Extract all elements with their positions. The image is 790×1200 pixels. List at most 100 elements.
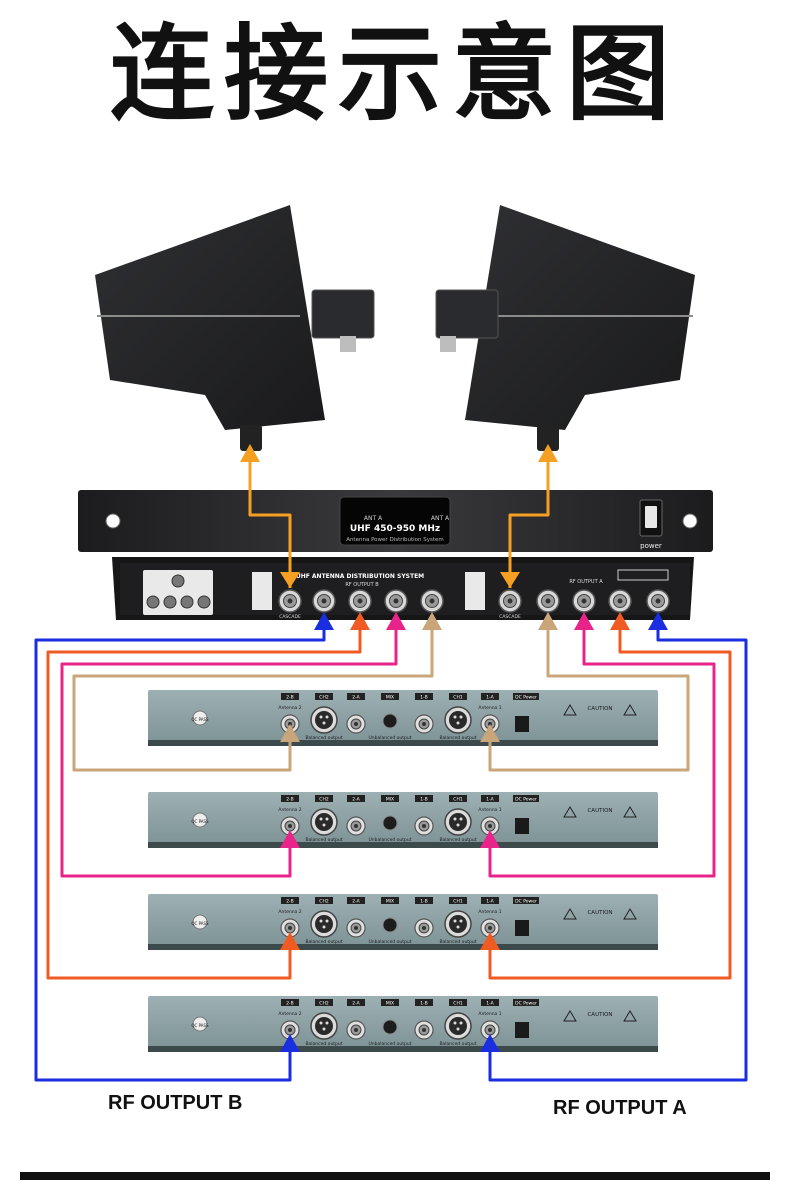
- rf-output-b-panel-label: RF OUTPUT B: [345, 582, 379, 588]
- tag-2b: 2-B: [286, 797, 293, 803]
- power-switch[interactable]: [640, 500, 662, 536]
- xlr-out-ch2[interactable]: [310, 808, 338, 836]
- antenna-left: [95, 205, 375, 451]
- tag-2a: 2-A: [352, 899, 360, 905]
- antenna-right: [435, 205, 695, 451]
- display-frequency: UHF 450-950 MHz: [350, 524, 440, 534]
- display-ant-right: ANT A: [431, 515, 450, 522]
- unbalanced-output-label: Unbalanced output: [369, 939, 412, 945]
- warning-icon: [563, 806, 577, 818]
- cable-b-magenta: [60, 628, 398, 878]
- cascade-b-connector[interactable]: [278, 589, 302, 613]
- cable-a-orange: [488, 628, 732, 980]
- antenna2-output[interactable]: [346, 1020, 366, 1040]
- unbalanced-jack[interactable]: [382, 917, 398, 933]
- rf-output-b-label: RF OUTPUT B: [108, 1092, 243, 1114]
- display-subtitle: Antenna Power Distribution System: [346, 537, 444, 543]
- dc-power-jack[interactable]: [515, 818, 529, 834]
- arrow-up-antenna-right: [538, 444, 558, 462]
- antenna2-output[interactable]: [346, 816, 366, 836]
- rf-out-b3-connector[interactable]: [384, 589, 408, 613]
- warning-icon: [623, 1010, 637, 1022]
- antenna1-output[interactable]: [414, 816, 434, 836]
- antenna1-label: Antenna 1: [478, 807, 501, 813]
- antenna1-output[interactable]: [414, 918, 434, 938]
- tag-1a: 1-A: [486, 797, 494, 803]
- tag-dc: DC Power: [515, 899, 537, 905]
- antenna2-output[interactable]: [346, 918, 366, 938]
- xlr-out-ch2[interactable]: [310, 1012, 338, 1040]
- tag-1b: 1-B: [420, 797, 427, 803]
- tag-1a: 1-A: [486, 1001, 494, 1007]
- cable-antenna-left: [248, 462, 292, 588]
- antenna2-output[interactable]: [346, 714, 366, 734]
- cable-b-tan: [72, 628, 434, 772]
- display-ant-left: ANT A: [364, 515, 383, 522]
- antenna2-label: Antenna 2: [278, 1011, 301, 1017]
- xlr-out-ch1[interactable]: [444, 1012, 472, 1040]
- dc-power-jack[interactable]: [515, 716, 529, 732]
- tag-ch2: CH2: [319, 797, 329, 803]
- arrowheads: [240, 444, 668, 1052]
- rf-out-b1-connector[interactable]: [312, 589, 336, 613]
- tag-2a: 2-A: [352, 1001, 360, 1007]
- balanced-output-label: Balanced output: [439, 735, 476, 741]
- rf-out-a3-connector[interactable]: [572, 589, 596, 613]
- rf-out-a1-connector[interactable]: [646, 589, 670, 613]
- tag-mix: MIX: [386, 695, 394, 701]
- tag-2b: 2-B: [286, 695, 293, 701]
- balanced-output-label: Balanced output: [439, 939, 476, 945]
- warning-icon: [563, 908, 577, 920]
- warning-icon: [563, 1010, 577, 1022]
- tag-ch2: CH2: [319, 695, 329, 701]
- tag-1a: 1-A: [486, 695, 494, 701]
- balanced-output-label: Balanced output: [439, 1041, 476, 1047]
- unbalanced-jack[interactable]: [382, 1019, 398, 1035]
- dc-power-jack[interactable]: [515, 1022, 529, 1038]
- xlr-out-ch2[interactable]: [310, 706, 338, 734]
- rf-out-b4-connector[interactable]: [420, 589, 444, 613]
- tag-2b: 2-B: [286, 1001, 293, 1007]
- qc-label: QC PASS: [191, 1023, 209, 1028]
- rf-out-b2-connector[interactable]: [348, 589, 372, 613]
- unbalanced-output-label: Unbalanced output: [369, 837, 412, 843]
- tag-1a: 1-A: [486, 899, 494, 905]
- qc-label: QC PASS: [191, 921, 209, 926]
- antenna1-label: Antenna 1: [478, 1011, 501, 1017]
- rf-out-a2-connector[interactable]: [608, 589, 632, 613]
- warning-icon: [623, 806, 637, 818]
- cable-antenna-right: [508, 462, 550, 588]
- xlr-out-ch1[interactable]: [444, 808, 472, 836]
- tag-2a: 2-A: [352, 695, 360, 701]
- rear-panel-title: UHF ANTENNA DISTRIBUTION SYSTEM: [296, 573, 424, 580]
- antenna1-output[interactable]: [414, 714, 434, 734]
- dc-power-jack[interactable]: [515, 920, 529, 936]
- unbalanced-jack[interactable]: [382, 815, 398, 831]
- tag-1b: 1-B: [420, 695, 427, 701]
- xlr-out-ch2[interactable]: [310, 910, 338, 938]
- caution-label: CAUTION: [587, 706, 612, 712]
- cable-a-magenta: [488, 628, 716, 878]
- rf-out-a4-connector[interactable]: [536, 589, 560, 613]
- arrow-down-cascade-b: [280, 572, 300, 588]
- tag-dc: DC Power: [515, 797, 537, 803]
- unbalanced-jack[interactable]: [382, 713, 398, 729]
- unbalanced-output-label: Unbalanced output: [369, 1041, 412, 1047]
- tag-2a: 2-A: [352, 797, 360, 803]
- arrow-up-antenna-left: [240, 444, 260, 462]
- antenna1-output[interactable]: [414, 1020, 434, 1040]
- bottom-divider: [20, 1172, 770, 1180]
- tag-ch2: CH2: [319, 1001, 329, 1007]
- tag-mix: MIX: [386, 797, 394, 803]
- arrow-down-cascade-a: [500, 572, 520, 588]
- xlr-out-ch1[interactable]: [444, 910, 472, 938]
- xlr-out-ch1[interactable]: [444, 706, 472, 734]
- tag-ch1: CH1: [453, 695, 463, 701]
- balanced-output-label: Balanced output: [305, 837, 342, 843]
- cascade-a-connector[interactable]: [498, 589, 522, 613]
- antenna1-label: Antenna 1: [478, 909, 501, 915]
- power-label: power: [640, 542, 662, 550]
- warning-icon: [623, 704, 637, 716]
